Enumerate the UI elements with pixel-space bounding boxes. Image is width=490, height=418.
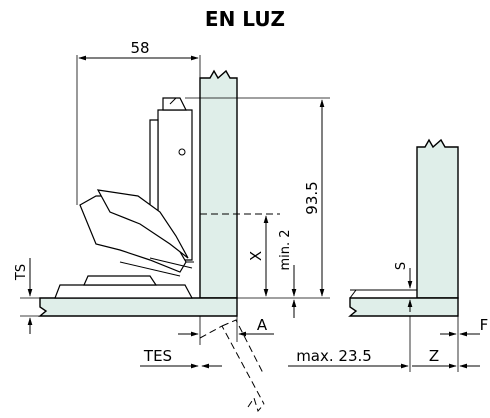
dim-label-tes: TES bbox=[143, 347, 172, 365]
dim-label-max-23-5: max. 23.5 bbox=[296, 347, 372, 365]
dim-label-58: 58 bbox=[130, 39, 149, 57]
dim-label-x: X bbox=[247, 251, 265, 261]
dim-label-s: S bbox=[394, 262, 409, 270]
dim-label-min-2: min. 2 bbox=[278, 229, 293, 270]
dim-label-f: F bbox=[480, 316, 489, 334]
door-panel-left bbox=[38, 297, 238, 317]
dim-label-a: A bbox=[257, 316, 268, 334]
door-open-position bbox=[199, 319, 265, 413]
side-panel-left bbox=[199, 69, 238, 299]
dim-label-ts: TS bbox=[14, 264, 29, 281]
side-panel-right bbox=[416, 138, 459, 299]
dim-label-z: Z bbox=[429, 347, 439, 365]
drawing-title: EN LUZ bbox=[205, 7, 285, 31]
dim-label-93-5: 93.5 bbox=[303, 181, 321, 214]
door-panel-right bbox=[348, 297, 459, 317]
hinge-body bbox=[54, 97, 194, 299]
